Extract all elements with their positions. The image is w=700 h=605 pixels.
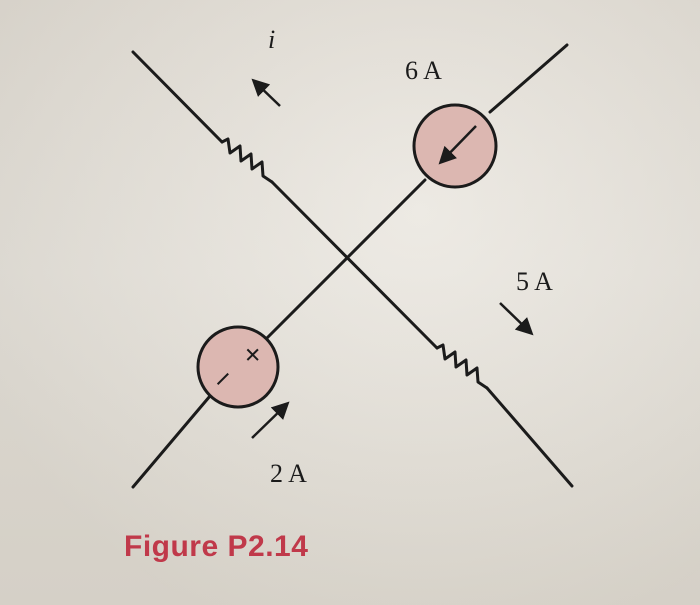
voltage-source: + − xyxy=(196,325,280,409)
wire-diagonal-b xyxy=(131,43,569,489)
label-current-i: i xyxy=(268,25,275,54)
arrow-down-left-icon xyxy=(438,125,477,165)
current-source-6a xyxy=(412,103,498,189)
arrow-i-icon xyxy=(251,78,281,107)
label-5a: 5 A xyxy=(516,267,553,296)
resistor-upper-left xyxy=(220,137,274,184)
arrow-5a-icon xyxy=(499,302,534,336)
arrow-2a-icon xyxy=(251,401,290,439)
label-6a: 6 A xyxy=(405,56,442,85)
label-2a: 2 A xyxy=(270,459,307,488)
wire-diagonal-a xyxy=(131,50,574,488)
figure-caption: Figure P2.14 xyxy=(124,530,309,563)
resistor-lower-right xyxy=(435,343,489,390)
